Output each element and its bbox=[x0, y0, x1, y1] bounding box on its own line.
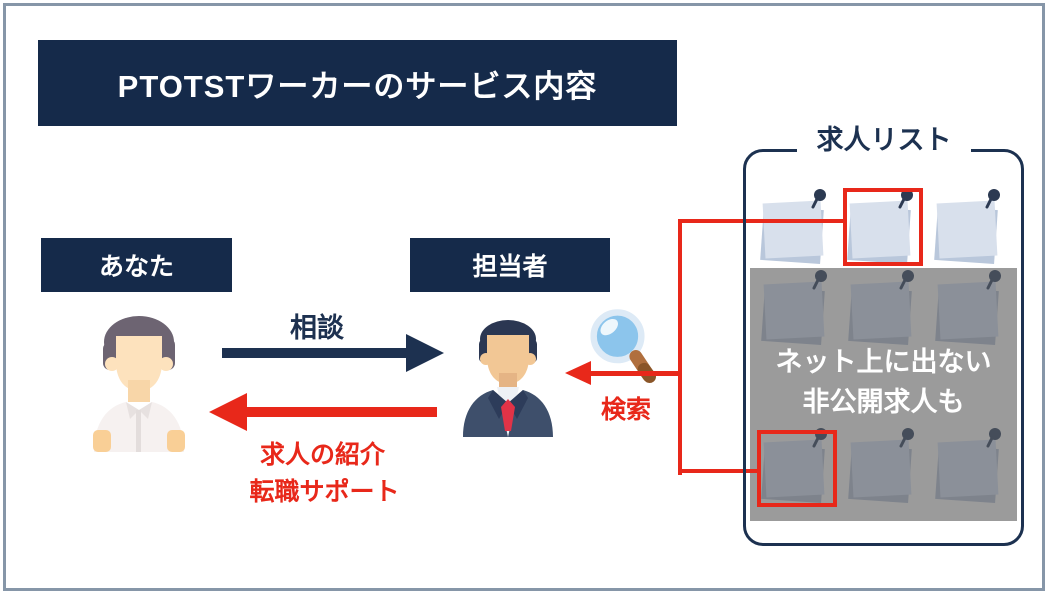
job-list-title: 求人リスト bbox=[797, 124, 971, 156]
actor-agent-label-box: 担当者 bbox=[410, 238, 610, 292]
page-title: PTOTSTワーカーのサービス内容 bbox=[38, 40, 677, 126]
connector-top-line bbox=[678, 219, 845, 223]
push-pin-icon bbox=[811, 189, 826, 209]
push-pin-icon bbox=[812, 270, 827, 290]
hidden-sticky-note bbox=[848, 270, 914, 346]
sticky-note bbox=[934, 189, 1000, 265]
search-label: 検索 bbox=[600, 396, 651, 424]
connector-vertical-line bbox=[678, 219, 682, 475]
hidden-jobs-caption-line1: ネット上に出ない bbox=[775, 347, 992, 377]
hidden-jobs-caption-line2: 非公開求人も bbox=[802, 387, 965, 417]
push-pin-icon bbox=[985, 189, 1000, 209]
job-intro-arrowhead-icon bbox=[209, 393, 247, 431]
connector-bottom-line bbox=[678, 469, 760, 473]
career-support-label: 転職サポート bbox=[249, 478, 400, 506]
push-pin-icon bbox=[899, 428, 914, 448]
highlight-box-bottom bbox=[757, 430, 837, 507]
sticky-note bbox=[760, 189, 826, 265]
push-pin-icon bbox=[986, 428, 1001, 448]
search-arrowhead-icon bbox=[565, 361, 591, 385]
consult-arrow-label: 相談 bbox=[290, 313, 344, 343]
page-title-text: PTOTSTワーカーのサービス内容 bbox=[117, 68, 598, 104]
business-person-icon bbox=[463, 320, 553, 437]
sticky-note bbox=[847, 189, 913, 265]
casual-person-icon bbox=[93, 316, 185, 452]
outer-frame bbox=[3, 3, 1045, 591]
hidden-sticky-note bbox=[761, 270, 827, 346]
hidden-sticky-note bbox=[848, 428, 914, 504]
consult-arrow bbox=[222, 348, 406, 358]
hidden-jobs-overlay: ネット上に出ない 非公開求人も bbox=[750, 268, 1017, 521]
push-pin-icon bbox=[898, 189, 913, 209]
hidden-sticky-note bbox=[935, 428, 1001, 504]
push-pin-icon bbox=[899, 270, 914, 290]
search-arrow bbox=[589, 371, 682, 376]
push-pin-icon bbox=[986, 270, 1001, 290]
job-intro-label: 求人の紹介 bbox=[259, 441, 385, 469]
actor-you-label-box: あなた bbox=[41, 238, 232, 292]
actor-you-label: あなた bbox=[98, 253, 174, 281]
highlight-box-top bbox=[843, 188, 923, 266]
hidden-sticky-note bbox=[935, 270, 1001, 346]
actor-agent-label: 担当者 bbox=[472, 253, 548, 281]
job-intro-arrow bbox=[247, 407, 437, 417]
consult-arrowhead-icon bbox=[406, 334, 444, 372]
hidden-jobs-caption: ネット上に出ない 非公開求人も bbox=[750, 342, 1017, 422]
magnifier-icon bbox=[590, 309, 656, 383]
